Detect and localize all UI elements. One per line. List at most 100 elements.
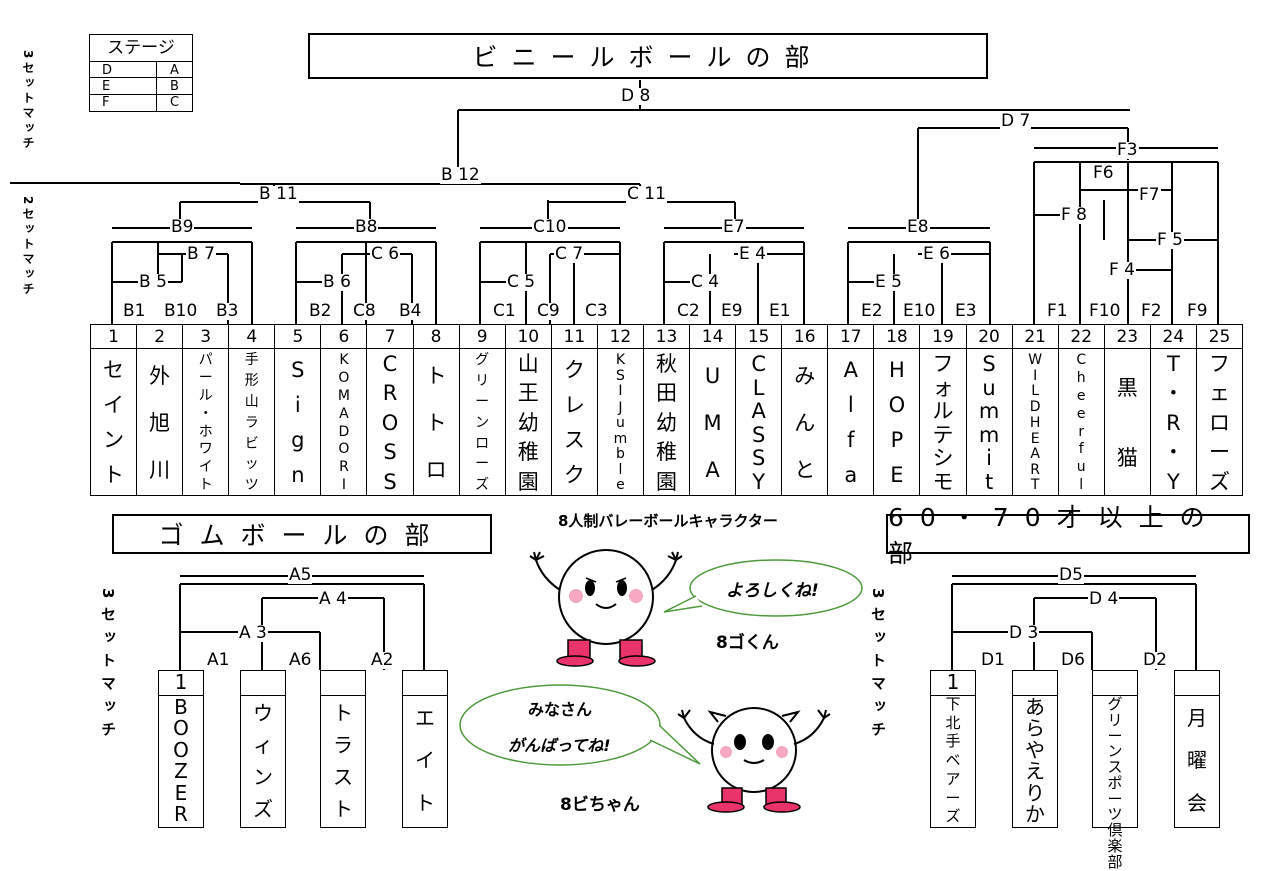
- team-name-text: 外旭川: [149, 364, 171, 482]
- girl-character: [677, 707, 831, 813]
- team-name-text: 下北手ベアーズ: [945, 695, 961, 826]
- rubber-section-title: ゴムボールの部: [112, 514, 492, 554]
- match-c10: C10: [532, 217, 568, 237]
- match-f4: F 4: [1108, 260, 1136, 280]
- match-c1: C1: [492, 301, 517, 321]
- match-b10: B10: [163, 301, 199, 321]
- team-name-text: グリーンローズ: [475, 352, 490, 494]
- team-number: 1: [159, 671, 203, 696]
- bottom-team-cell: ウィンズ: [240, 670, 286, 828]
- stage-table: ステージ D A E B F C: [89, 34, 193, 112]
- team-name-text: T・R・Y: [1162, 352, 1184, 494]
- team-number: 5: [275, 326, 321, 349]
- match-f8: F 8: [1060, 205, 1088, 225]
- rubber-match-a2: A2: [370, 650, 395, 670]
- team-name-text: トラスト: [333, 700, 353, 821]
- match-b12: B 12: [440, 165, 481, 185]
- senior-section-title: 60・70才以上の部: [886, 503, 1250, 568]
- team-number: 24: [1150, 326, 1196, 349]
- match-e9: E9: [720, 301, 744, 321]
- team-name-text: トトロ: [425, 364, 447, 482]
- senior-match-d1: D1: [980, 650, 1006, 670]
- team-number: 2: [137, 326, 183, 349]
- match-b9: B9: [170, 217, 195, 237]
- team-number: 14: [690, 326, 736, 349]
- team-name-text: 月曜会: [1187, 705, 1207, 816]
- bottom-team-cell: 月曜会: [1174, 670, 1220, 828]
- bottom-team-cell: トラスト: [320, 670, 366, 828]
- team-number: 1: [91, 326, 137, 349]
- three-set-label-top: 3セットマッチ: [21, 50, 35, 152]
- team-number: 17: [828, 326, 874, 349]
- team-number: 6: [321, 326, 367, 349]
- team-number: 8: [413, 326, 459, 349]
- match-f9: F9: [1186, 301, 1209, 321]
- match-e5: E 5: [874, 272, 903, 292]
- match-c9: C9: [536, 301, 561, 321]
- team-name-text: あらやえりか: [1025, 695, 1045, 826]
- match-f6: F6: [1092, 163, 1115, 183]
- match-e1: E1: [768, 301, 792, 321]
- stage-e: E: [102, 79, 111, 94]
- team-number: [1013, 671, 1057, 696]
- team-name-text: みんと: [794, 364, 816, 482]
- team-number: 22: [1058, 326, 1104, 349]
- bottom-team-cell: エイト: [402, 670, 448, 828]
- match-b3: B3: [215, 301, 240, 321]
- team-name-text: セイント: [103, 358, 125, 488]
- vinyl-section-title: ビニールボールの部: [308, 33, 988, 79]
- match-b4: B4: [398, 301, 423, 321]
- boy-speech-bubble: [663, 559, 863, 617]
- team-name-text: エイト: [415, 705, 435, 816]
- match-c11: C 11: [626, 184, 667, 204]
- team-number: 19: [920, 326, 966, 349]
- match-e4: E 4: [738, 244, 767, 264]
- stage-table-header: ステージ: [90, 35, 192, 62]
- team-number: [321, 671, 365, 696]
- match-c2: C2: [676, 301, 701, 321]
- team-name-text: 秋田幼稚園: [655, 352, 677, 494]
- match-c3: C3: [584, 301, 609, 321]
- match-f5: F 5: [1156, 230, 1184, 250]
- girl-speech-bubble: [459, 684, 701, 766]
- boy-name: 8ゴくん: [716, 633, 779, 653]
- match-e2: E2: [860, 301, 884, 321]
- team-number: 15: [736, 326, 782, 349]
- team-number: 12: [597, 326, 643, 349]
- team-number: 20: [966, 326, 1012, 349]
- senior-match-d2: D2: [1142, 650, 1168, 670]
- team-number: 21: [1012, 326, 1058, 349]
- team-name-text: 手形山ラビッツ: [244, 352, 259, 494]
- rubber-match-a6: A6: [288, 650, 313, 670]
- team-number: 25: [1196, 326, 1242, 349]
- match-e10: E10: [902, 301, 937, 321]
- team-number: 10: [505, 326, 551, 349]
- team-number: 11: [551, 326, 597, 349]
- match-f10: F10: [1088, 301, 1122, 321]
- team-name-text: フォルテシモ: [932, 352, 954, 494]
- match-e7: E7: [722, 217, 746, 237]
- vinyl-team-cell: 1 セイント: [90, 324, 138, 496]
- match-b11: B 11: [258, 184, 299, 204]
- team-number: 7: [367, 326, 413, 349]
